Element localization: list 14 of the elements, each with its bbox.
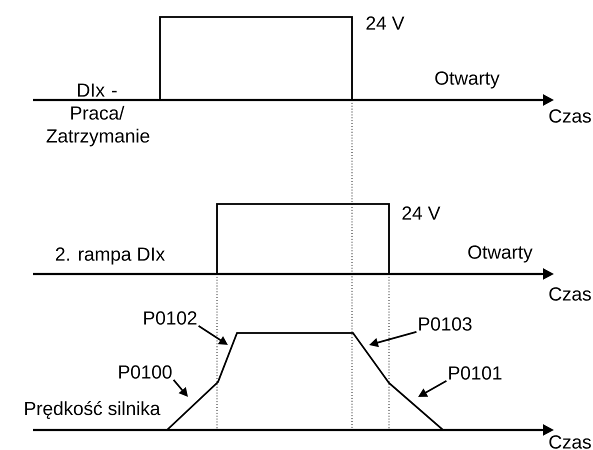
axis-label: Czas — [549, 109, 591, 123]
parameter-label: P0103 — [419, 317, 472, 331]
signal-label: Prędkość silnika — [25, 401, 160, 419]
parameter-label: P0100 — [119, 365, 172, 379]
voltage-label: 24 V — [402, 206, 440, 220]
axis-label: Czas — [549, 435, 591, 449]
state-label: Otwarty — [435, 71, 500, 89]
voltage-label: 24 V — [366, 16, 404, 30]
parameter-label: P0101 — [449, 366, 502, 380]
axis-label: Czas — [549, 287, 591, 301]
parameter-label: P0102 — [144, 311, 196, 325]
signal-label: 2. rampa DIx — [56, 247, 165, 265]
state-label: Otwarty — [468, 245, 533, 263]
signal-label: DIx - Praca/ Zatrzymanie — [46, 84, 150, 146]
